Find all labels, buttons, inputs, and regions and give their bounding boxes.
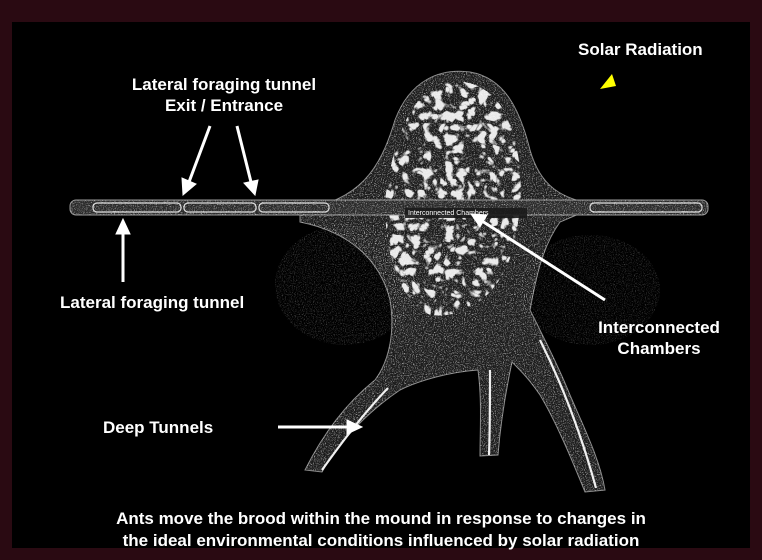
lateral-tunnel-label: Lateral foraging tunnel xyxy=(60,292,244,313)
exit-arrow-left-head xyxy=(182,178,196,195)
lateral-tunnel-texture xyxy=(70,200,708,215)
inner-chambers-label: Interconnected Chambers xyxy=(408,209,489,218)
exit-arrow-right-shaft xyxy=(237,126,251,182)
lateral-tunnel xyxy=(70,200,708,215)
caption: Ants move the brood within the mound in … xyxy=(22,508,740,552)
exit-arrow-left-shaft xyxy=(189,126,210,182)
caption-line1: Ants move the brood within the mound in … xyxy=(22,508,740,530)
chambers-label-line1: Interconnected xyxy=(574,317,744,338)
caption-line2: the ideal environmental conditions influ… xyxy=(22,530,740,552)
chambers-label-line2: Chambers xyxy=(574,338,744,359)
deep-tunnel-center xyxy=(489,370,490,455)
soil-speckle-left xyxy=(275,225,415,345)
lateral-tunnel-arrow-head xyxy=(116,219,130,234)
mound-body xyxy=(275,71,660,492)
solar-radiation-label: Solar Radiation xyxy=(578,39,703,60)
deep-tunnels-label: Deep Tunnels xyxy=(103,417,213,438)
exit-label-line2: Exit / Entrance xyxy=(98,95,350,116)
exit-entrance-label: Lateral foraging tunnel Exit / Entrance xyxy=(98,74,350,116)
exit-arrow-right-head xyxy=(244,180,258,195)
solar-radiation-arrow-icon xyxy=(600,74,616,89)
exit-label-line1: Lateral foraging tunnel xyxy=(98,74,350,95)
interconnected-chambers-label: Interconnected Chambers xyxy=(574,317,744,359)
